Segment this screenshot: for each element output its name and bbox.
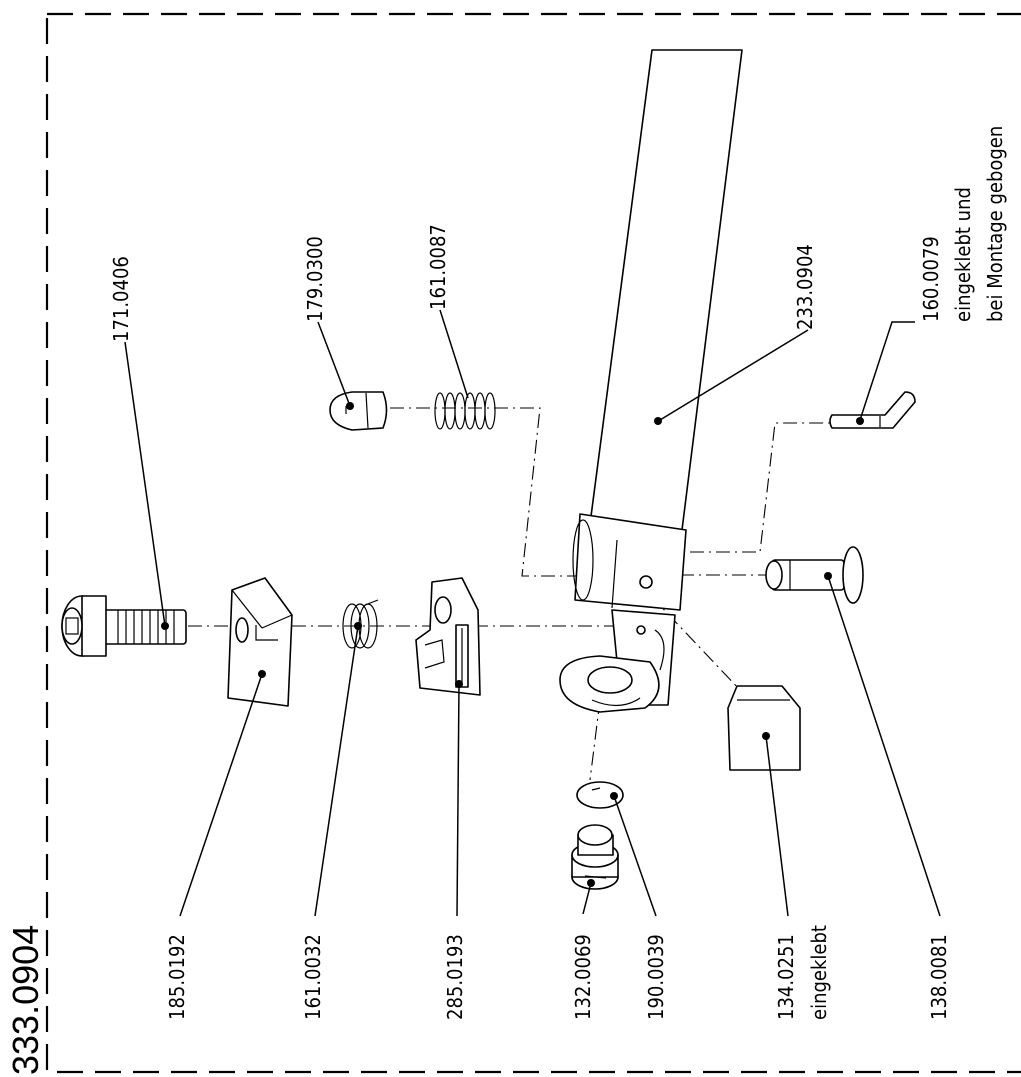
pad-part bbox=[727, 685, 801, 771]
label-233-0904: 233.0904 bbox=[793, 244, 817, 330]
center-lines bbox=[110, 407, 835, 781]
cap-part bbox=[329, 391, 388, 431]
label-285-0193: 285.0193 bbox=[443, 934, 467, 1020]
label-138-0081: 138.0081 bbox=[927, 934, 951, 1020]
label-134-0251: 134.0251 bbox=[774, 934, 798, 1020]
label-161-0087: 161.0087 bbox=[426, 224, 450, 310]
label-185-0192: 185.0192 bbox=[165, 934, 189, 1020]
clamp-block-part bbox=[227, 577, 293, 707]
slotted-bolt-part bbox=[571, 824, 619, 890]
label-160-0079-note-1: eingeklebt und bbox=[951, 187, 975, 322]
bracket-part bbox=[415, 577, 481, 696]
drawing-number: 333.0904 bbox=[5, 925, 46, 1075]
label-132-0069: 132.0069 bbox=[571, 934, 595, 1020]
axle-pin-part bbox=[765, 546, 864, 604]
label-160-0079: 160.0079 bbox=[919, 236, 943, 322]
label-160-0079-note-2: bei Montage gebogen bbox=[983, 126, 1007, 322]
spring-part bbox=[434, 392, 496, 430]
label-190-0039: 190.0039 bbox=[644, 934, 668, 1020]
tube-part bbox=[559, 49, 743, 713]
label-134-0251-note: eingeklebt bbox=[807, 925, 831, 1020]
label-161-0032: 161.0032 bbox=[301, 934, 325, 1020]
washer-part bbox=[576, 781, 624, 809]
leaders bbox=[124, 309, 941, 917]
screw-thread-marks bbox=[117, 610, 175, 644]
label-171-0406: 171.0406 bbox=[109, 256, 133, 342]
drawing-frame bbox=[45, 12, 1021, 1074]
label-179-0300: 179.0300 bbox=[303, 236, 327, 322]
bent-pin-part bbox=[829, 391, 916, 429]
